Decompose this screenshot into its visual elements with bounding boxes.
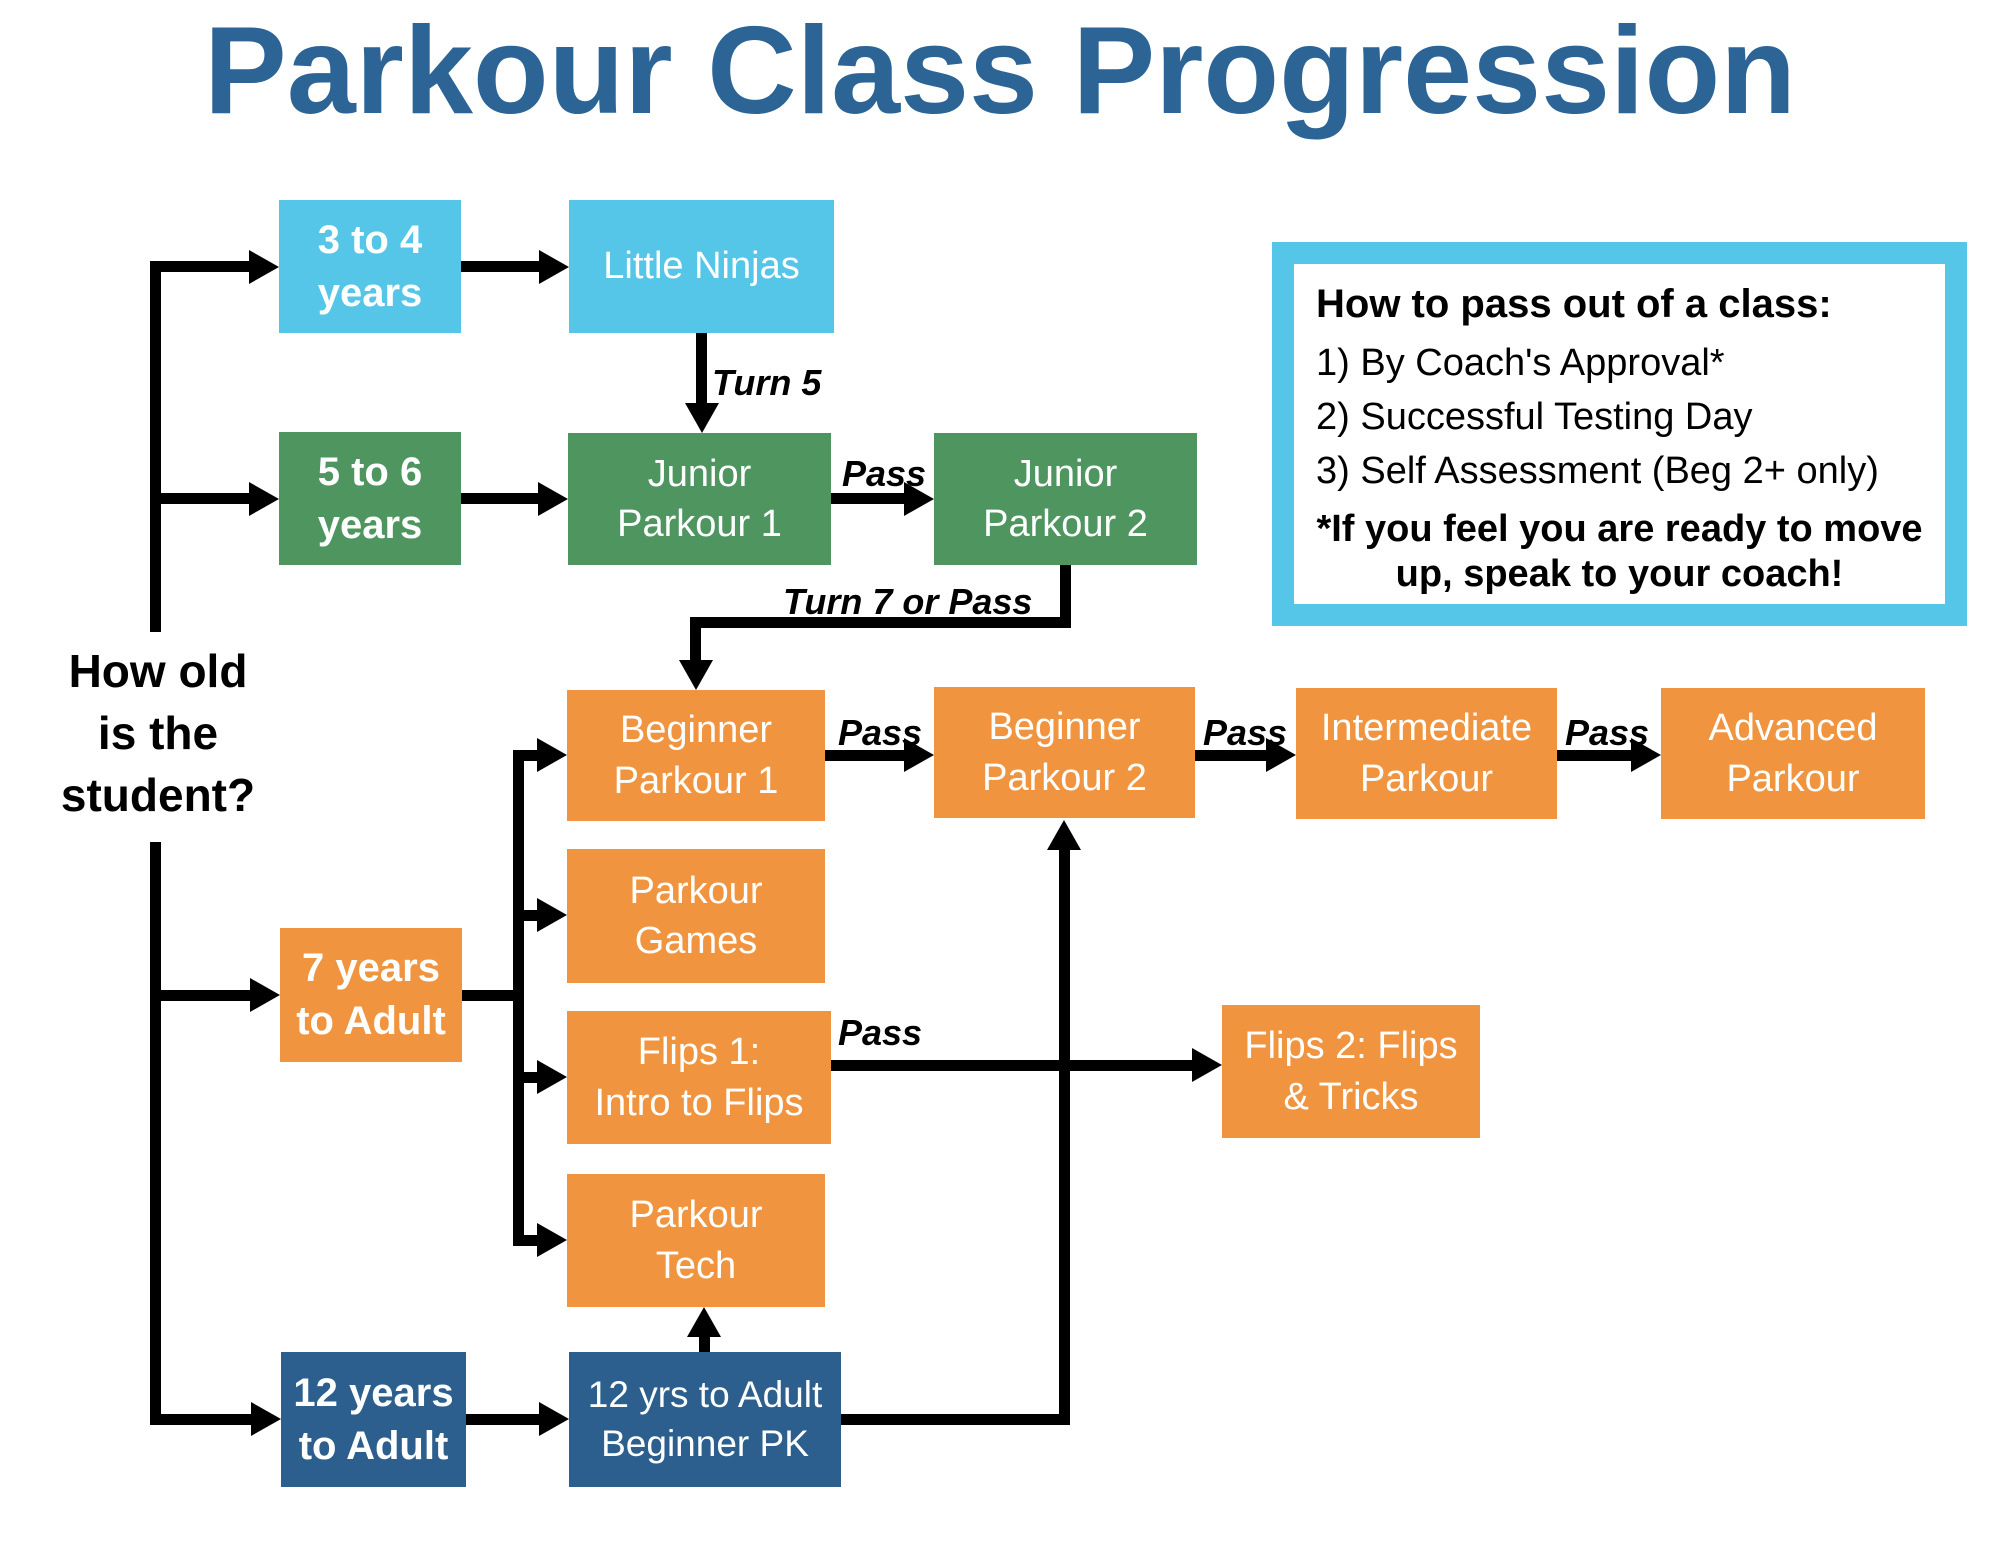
box-intermediate-parkour: Intermediate Parkour [1296,688,1557,819]
box-intermediate-parkour-label: Intermediate Parkour [1320,707,1533,800]
box-beginner-pk-12-adult-label: 12 yrs to Adult Beginner PK [587,1373,823,1464]
box-flips-2-label: Flips 2: Flips & Tricks [1244,1025,1458,1118]
spine-line-upper [150,261,161,632]
label-pass-beginner-2: Pass [1203,712,1288,753]
label-pass-beginner-1: Pass [838,712,923,753]
connector-junior2-across [690,617,1071,628]
arrowhead-branch-beginner1 [537,738,567,772]
pass-info-item-2: 2) Successful Testing Day [1316,395,1753,438]
connector-age7-to-trunk [462,990,524,1001]
box-advanced-parkour: Advanced Parkour [1661,688,1925,819]
connector-beginnerpk-to-tech [699,1337,710,1352]
box-little-ninjas: Little Ninjas [569,200,834,333]
box-flips-2: Flips 2: Flips & Tricks [1222,1005,1480,1138]
box-age-5-6: 5 to 6 years [279,432,461,565]
decision-question: How old is the student? [60,645,256,821]
arrowhead-beginnerpk-to-beginner2 [1047,820,1081,850]
branch-to-tech [513,1235,537,1246]
connector-junior2-down [1060,565,1071,628]
connector-to-age-7-adult [150,990,250,1001]
box-beginner-parkour-2: Beginner Parkour 2 [934,687,1195,818]
label-pass-flips: Pass [838,1012,923,1053]
box-junior-parkour-2: Junior Parkour 2 [934,433,1197,565]
arrowhead-branch-flips1 [537,1060,567,1094]
arrowhead-to-age-5-6 [249,482,279,516]
arrowhead-branch-games [537,898,567,932]
box-flips-1-label: Flips 1: Intro to Flips [594,1031,804,1124]
connector-age12-to-beginnerpk [466,1414,539,1425]
arrowhead-to-age-12-adult [251,1402,281,1436]
page-title: Parkour Class Progression [204,2,1796,140]
arrowhead-to-beginner1 [679,660,713,690]
arrowhead-to-intermediate [1266,738,1296,772]
label-turn-7-or-pass: Turn 7 or Pass [783,581,1033,622]
arrowhead-to-ninjas [539,250,569,284]
box-age-3-4: 3 to 4 years [279,200,461,333]
arrowhead-to-junior2 [904,482,934,516]
connector-flips1-to-flips2 [831,1060,1192,1071]
connector-beginner2-to-intermediate [1195,750,1266,761]
label-turn-5: Turn 5 [712,362,822,403]
box-age-3-4-label: 3 to 4 years [317,217,423,315]
box-parkour-tech: Parkour Tech [567,1174,825,1307]
label-pass-junior: Pass [842,453,927,494]
box-junior-parkour-1-label: Junior Parkour 1 [617,452,782,545]
box-little-ninjas-label: Little Ninjas [603,245,800,288]
connector-junior1-to-junior2 [831,493,904,504]
arrowhead-to-advanced [1631,738,1661,772]
connector-junior2-drop [690,617,701,660]
arrowhead-to-age-7-adult [250,978,280,1012]
box-parkour-games-label: Parkour Games [629,869,763,962]
box-parkour-tech-label: Parkour Tech [629,1194,763,1287]
arrowhead-to-flips2 [1192,1048,1222,1082]
box-age-12-adult-label: 12 years to Adult [293,1370,454,1468]
arrowhead-age56-to-junior1 [538,482,568,516]
branch-to-beginner1 [513,750,537,761]
arrowhead-to-junior1 [685,403,719,433]
connector-age34-to-ninjas [461,261,539,272]
connector-beginnerpk-across [841,1414,1070,1425]
branch-to-flips1 [513,1072,537,1083]
connector-to-age-12-adult [150,1414,251,1425]
box-age-7-adult: 7 years to Adult [280,928,462,1062]
box-junior-parkour-2-label: Junior Parkour 2 [983,452,1148,545]
box-flips-1: Flips 1: Intro to Flips [567,1011,831,1144]
connector-ninjas-to-junior1 [696,333,707,403]
arrowhead-to-age-3-4 [249,250,279,284]
box-parkour-games: Parkour Games [567,849,825,983]
spine-line-lower [150,842,161,1425]
pass-info-footnote: *If you feel you are ready to move up, s… [1316,507,1923,595]
arrowhead-branch-tech [537,1223,567,1257]
box-advanced-parkour-label: Advanced Parkour [1708,707,1878,800]
box-age-12-adult: 12 years to Adult [281,1352,466,1487]
box-age-7-adult-label: 7 years to Adult [296,946,446,1043]
box-beginner-parkour-1: Beginner Parkour 1 [567,690,825,821]
box-beginner-parkour-1-label: Beginner Parkour 1 [613,709,779,802]
connector-to-age-5-6 [150,493,249,504]
connector-to-age-3-4 [150,261,249,272]
box-age-5-6-label: 5 to 6 years [317,449,423,547]
connector-beginner1-to-beginner2 [825,750,904,761]
pass-info-item-1: 1) By Coach's Approval* [1316,342,1725,384]
connector-beginnerpk-up [1059,850,1070,1425]
connector-intermediate-to-advanced [1557,750,1631,761]
box-junior-parkour-1: Junior Parkour 1 [568,433,831,565]
connector-age56-to-junior1 [461,493,538,504]
box-beginner-parkour-2-label: Beginner Parkour 2 [982,706,1147,799]
pass-info-item-3: 3) Self Assessment (Beg 2+ only) [1316,449,1879,492]
branch-to-games [513,910,537,921]
arrowhead-to-beginner2 [904,738,934,772]
arrowhead-beginnerpk-to-tech [687,1307,721,1337]
box-beginner-pk-12-adult: 12 yrs to Adult Beginner PK [569,1352,841,1487]
branch-trunk-line [513,750,524,1246]
pass-info-title: How to pass out of a class: [1316,282,1832,326]
pass-info-box: How to pass out of a class: 1) By Coach'… [1272,242,1967,626]
label-pass-intermediate: Pass [1565,712,1650,753]
arrowhead-to-beginnerpk [539,1402,569,1436]
